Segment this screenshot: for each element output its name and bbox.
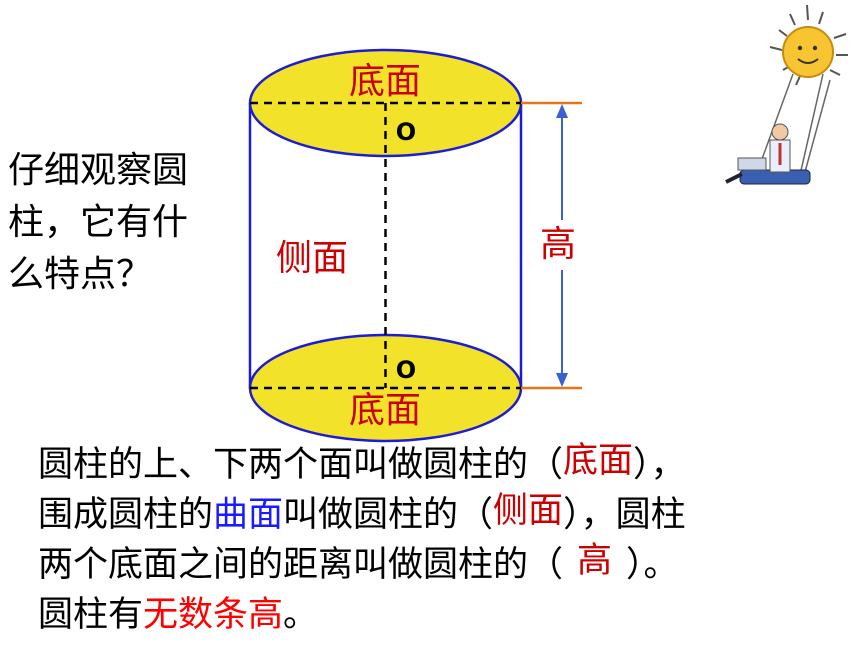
paragraph-line-4: 圆柱有无数条高。 [38,590,838,640]
line1-end: ）， [633,445,686,485]
curved-surface-term: 曲面 [213,495,284,535]
side-label: 侧面 [276,238,348,279]
infinite-heights-term: 无数条高 [143,595,284,635]
line1-text: 圆柱的上、下两个面叫做圆柱的（ [38,445,564,485]
paragraph-line-3: 两个底面之间的距离叫做圆柱的（ 高 ）。 [38,540,838,590]
line4-text: 圆柱有 [38,595,144,635]
height-arrowhead-up [556,104,568,118]
line3-text: 两个底面之间的距离叫做圆柱的（ [38,545,564,585]
question-line-3: 么特点？ [8,254,153,295]
height-label: 高 [540,224,576,265]
top-base-label: 底面 [349,61,421,102]
height-arrowhead-down [556,373,568,387]
answer-side: 侧面 [493,491,564,531]
line4-end: 。 [283,595,319,635]
top-center-label: O [396,118,416,146]
bottom-center-label: O [396,356,416,384]
paragraph-line-1: 圆柱的上、下两个面叫做圆柱的（底面）， [38,436,838,490]
answer-base: 底面 [563,436,634,486]
answer-height: 高 [577,541,613,581]
line3-end: ）。 [626,545,679,585]
bottom-base-label: 底面 [349,390,421,431]
question-line-1: 仔细观察圆 [8,150,189,191]
question-line-2: 柱，它有什 [8,202,189,243]
line2-text-b: 叫做圆柱的（ [283,495,494,535]
sun-swing-icon [725,4,848,185]
definition-paragraph: 圆柱的上、下两个面叫做圆柱的（底面）， 围成圆柱的曲面叫做圆柱的（侧面），圆柱 … [38,436,838,640]
line2-text-a: 围成圆柱的 [38,495,214,535]
question-text: 仔细观察圆 柱，它有什 么特点？ [8,145,233,301]
line2-end: ），圆柱 [563,495,686,535]
paragraph-line-2: 围成圆柱的曲面叫做圆柱的（侧面），圆柱 [38,490,838,540]
